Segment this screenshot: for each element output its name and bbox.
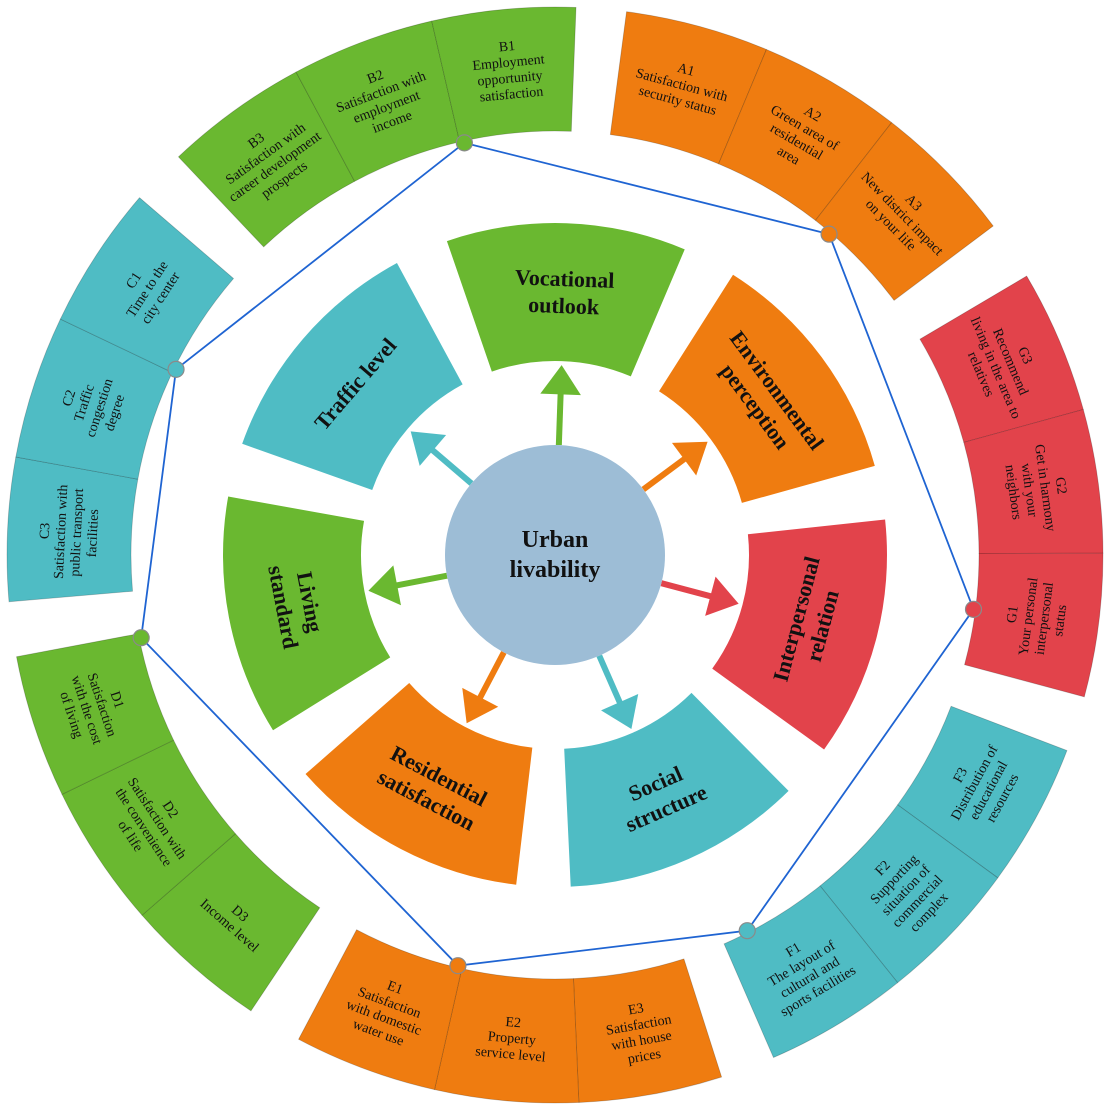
indicator-b3-segment [177, 71, 356, 248]
polygon-layer [132, 134, 983, 975]
indicator-b2-segment [295, 20, 461, 182]
arrow-residential-head [462, 687, 499, 724]
indicator-c3-line: facilities [85, 509, 102, 558]
dimension-residential-segment [305, 683, 533, 885]
indicator-b1-line: Employment [472, 52, 546, 74]
indicator-d1-code: D1 [107, 690, 127, 711]
arrow-residential-shaft [474, 650, 507, 706]
indicator-a1-code: A1 [676, 61, 696, 80]
indicator-e2-code: E2 [505, 1015, 522, 1031]
arrow-interpersonal-head [705, 576, 739, 616]
dimension-environmental-segment [659, 274, 875, 503]
indicator-f1-segment [723, 885, 899, 1059]
arrow-interpersonal-shaft [660, 580, 719, 601]
dimension-traffic-segment [242, 263, 463, 491]
indicator-c2-code: C2 [60, 388, 79, 408]
indicator-b1-line: opportunity [477, 69, 543, 90]
indicator-e2-line: Property [487, 1029, 536, 1048]
indicator-b1-code: B1 [498, 39, 516, 55]
indicator-e1-code: E1 [385, 979, 405, 998]
indicator-c3-line: Satisfaction with [52, 484, 71, 579]
arrow-vocational-shaft [555, 386, 564, 446]
center-node: Urban livability [445, 445, 665, 665]
indicator-c3-segment [6, 456, 139, 603]
indicator-c3-line: public transport [68, 488, 87, 577]
indicator-g2-segment [963, 408, 1104, 554]
indicator-e3-code: E3 [627, 1001, 645, 1018]
indicator-a2-segment [718, 48, 893, 221]
indicator-e2-line: service level [475, 1044, 547, 1065]
dimension-interpersonal-segment [712, 519, 887, 750]
indicator-g2-code: G2 [1052, 476, 1069, 495]
dimension-vocational-line: Vocational [515, 264, 615, 292]
dimension-vocational-line: outlook [528, 292, 601, 319]
indicator-f1-code: F1 [783, 940, 803, 960]
marker-b1 [455, 134, 473, 152]
arrow-living-head [368, 565, 401, 606]
indicator-d1-segment [16, 633, 175, 795]
marker-e1 [449, 957, 467, 975]
indicator-g2-line: neighbors [1002, 464, 1024, 521]
arrow-environmental-head [671, 441, 708, 476]
indicator-f2-segment [819, 804, 999, 984]
indicator-b1-line: satisfaction [479, 85, 544, 106]
dimension-vocational-segment [446, 223, 685, 377]
arrow-traffic-head [410, 431, 447, 466]
dimension-social-segment [564, 692, 789, 887]
indicator-g1-code: G1 [1005, 605, 1022, 624]
center-circle [445, 445, 665, 665]
center-title-line: livability [510, 557, 601, 583]
arrow-social-head [601, 693, 639, 729]
indicator-b2-code: B2 [365, 68, 386, 88]
indicator-g1-segment [964, 552, 1104, 698]
indicator-f3-code: F3 [951, 765, 971, 785]
marker-f1 [738, 922, 756, 940]
indicator-c1-code: C1 [124, 270, 145, 292]
indicator-g2-line: with your [1017, 462, 1039, 518]
center-title-line: Urban [522, 527, 589, 553]
indicator-a2-code: A2 [801, 104, 823, 126]
indicator-c1-segment [59, 197, 235, 373]
marker-g1 [964, 600, 983, 618]
marker-a3 [820, 225, 838, 243]
indicator-g3-code: G3 [1014, 345, 1034, 367]
inner-dimension-ring: VocationaloutlookEnvironmentalperception… [223, 223, 887, 887]
arrow-vocational-head [540, 365, 581, 396]
arrow-traffic-shaft [425, 443, 474, 486]
indicator-c2-segment [15, 318, 173, 480]
arrow-social-shaft [596, 654, 626, 711]
indicator-g1-line: status [1051, 604, 1070, 638]
marker-c1 [167, 360, 185, 378]
arrow-environmental-shaft [641, 452, 692, 492]
arrow-group [368, 365, 739, 729]
indicator-e1-segment [298, 929, 463, 1091]
dimension-living-segment [223, 496, 391, 731]
indicator-f3-segment [897, 705, 1068, 879]
indicator-e3-line: prices [627, 1047, 663, 1068]
indicator-b1-segment [431, 6, 577, 143]
indicator-c3-code: C3 [38, 522, 54, 539]
arrow-living-shaft [389, 572, 448, 590]
marker-d1 [132, 629, 150, 647]
evaluation-polygon [140, 141, 975, 967]
